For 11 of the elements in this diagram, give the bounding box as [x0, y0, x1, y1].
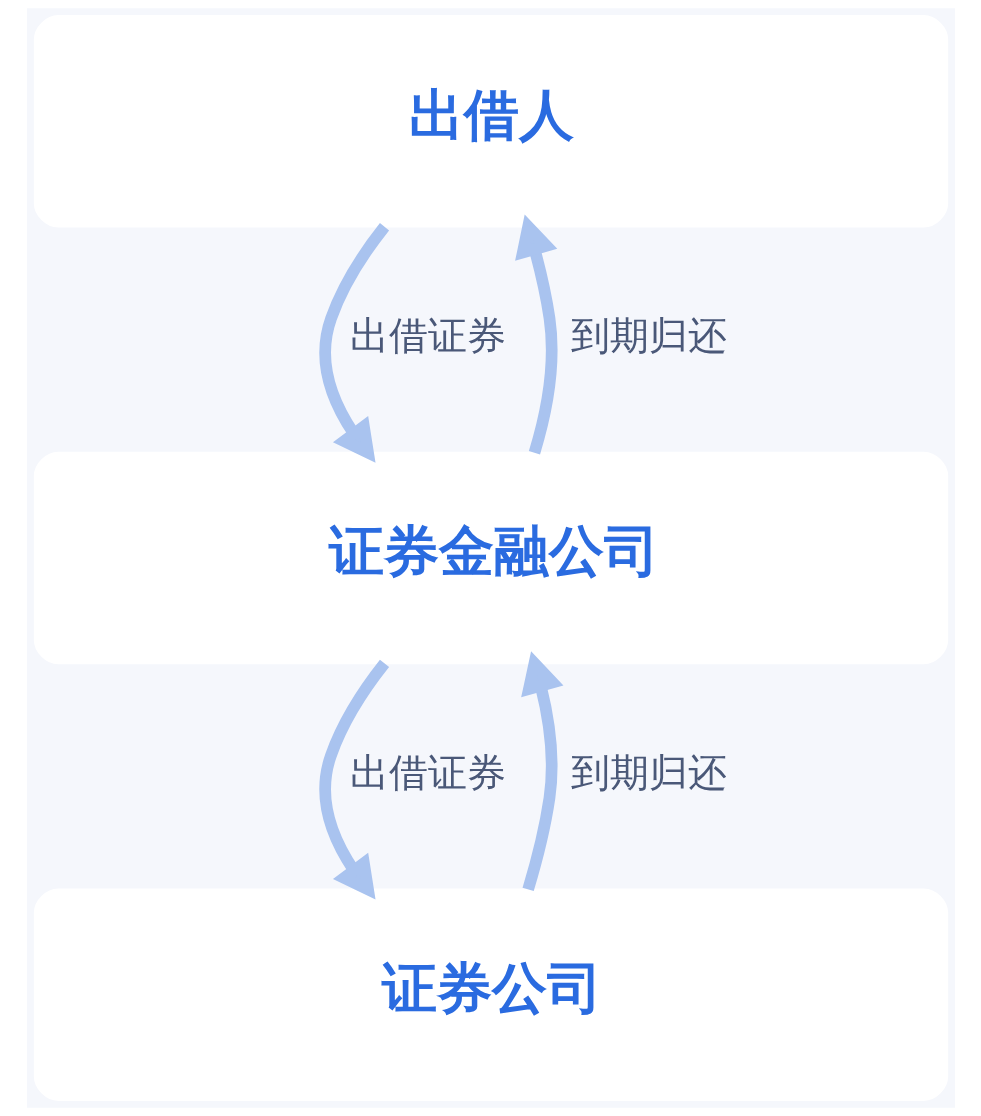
edge-label: 到期归还: [570, 313, 727, 359]
arrow: [514, 214, 557, 455]
edge-label: 到期归还: [570, 750, 727, 796]
arrow: [318, 659, 389, 900]
node-box: 出借人: [33, 15, 948, 228]
node-box: 证券金融公司: [33, 451, 948, 665]
node-box: 证券公司: [33, 888, 948, 1101]
arrow: [520, 651, 563, 891]
edge-label: 出借证券: [349, 750, 506, 796]
edge-label: 出借证券: [349, 313, 506, 359]
arrow: [318, 223, 389, 463]
